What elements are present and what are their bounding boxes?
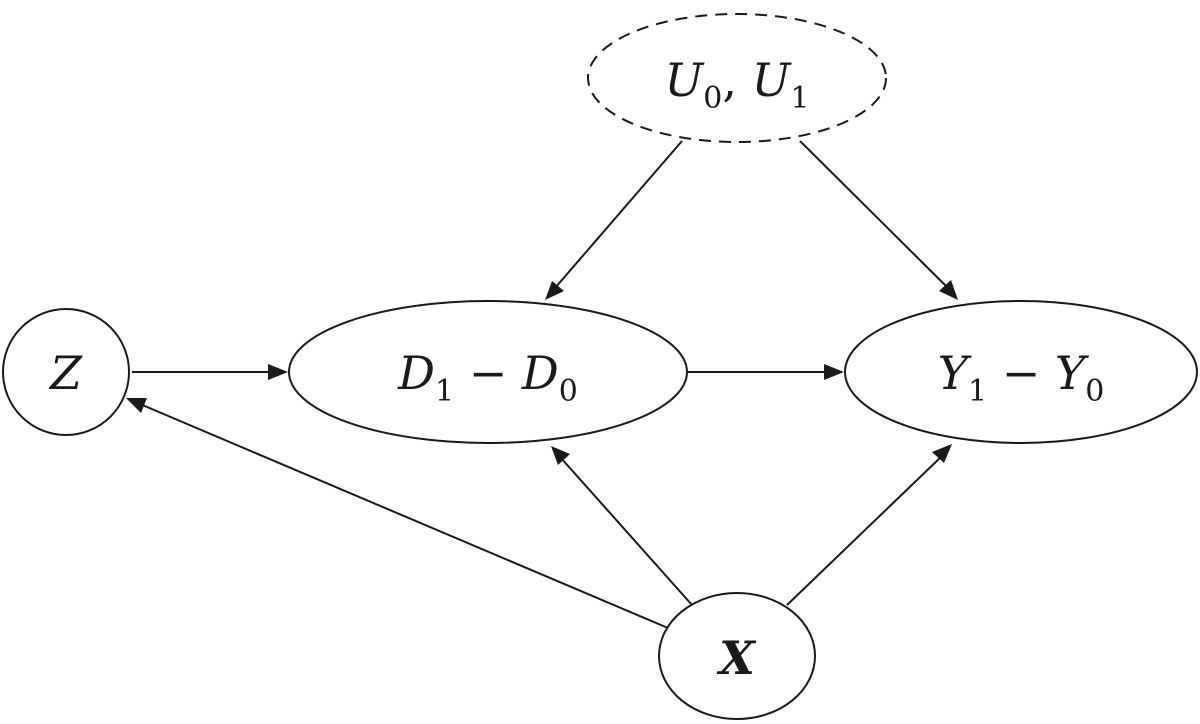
node-u-shape (587, 13, 887, 143)
node-z-label: Z (48, 346, 83, 400)
edges-layer (126, 140, 958, 629)
nodes-layer: U0, U1 Z D1 − D0 Y1 − Y0 X (2, 13, 1198, 720)
edge-x-to-y (786, 444, 952, 606)
edge-x-to-z (126, 398, 669, 629)
node-z: Z (2, 308, 130, 436)
node-d-label: D1 − D0 (397, 346, 578, 409)
node-x: X (658, 592, 816, 720)
node-y-shape (844, 300, 1198, 444)
edge-z-to-d (132, 364, 288, 380)
node-u-label: U0, U1 (665, 53, 810, 116)
edge-u-to-d (545, 140, 683, 300)
node-z-shape (2, 308, 130, 436)
edge-u-to-y (799, 140, 958, 300)
node-x-label: X (716, 631, 757, 685)
node-d1-minus-d0: D1 − D0 (288, 300, 688, 444)
node-u0-u1: U0, U1 (587, 13, 887, 143)
node-d-shape (288, 300, 688, 444)
edge-x-to-d (551, 446, 693, 606)
node-y1-minus-y0: Y1 − Y0 (844, 300, 1198, 444)
node-y-label: Y1 − Y0 (938, 346, 1105, 409)
node-x-shape (658, 592, 816, 720)
edge-d-to-y (687, 364, 844, 380)
